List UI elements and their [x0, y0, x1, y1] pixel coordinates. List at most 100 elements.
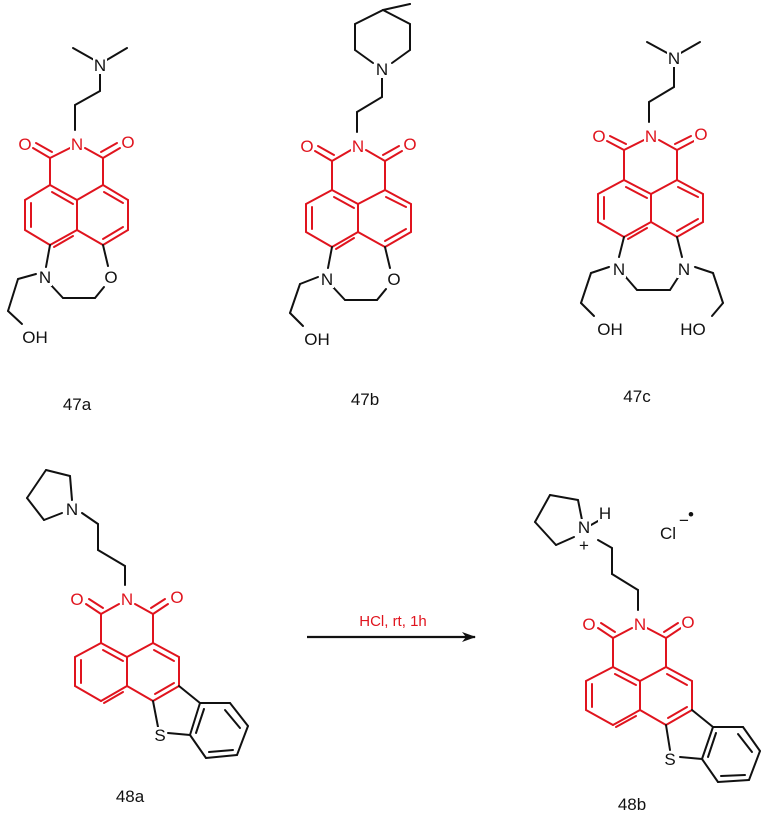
atom-mask	[121, 134, 135, 151]
bond	[26, 469, 47, 499]
bond	[100, 685, 128, 702]
bond	[331, 231, 359, 248]
bond	[152, 642, 180, 658]
atom-label-OH: OH	[597, 320, 623, 339]
atom-mask	[23, 329, 47, 346]
bond	[305, 231, 333, 248]
atom-mask	[677, 261, 691, 278]
bond	[639, 709, 667, 726]
bond	[665, 724, 671, 751]
bond	[694, 266, 714, 274]
atom-label-N: N	[321, 270, 333, 289]
bond	[331, 285, 346, 301]
reaction-arrow-group: HCl, rt, 1h	[307, 613, 476, 642]
bond	[81, 512, 99, 525]
bond	[623, 139, 645, 151]
bond	[623, 179, 652, 195]
bond	[327, 246, 333, 269]
bond	[720, 774, 746, 777]
bond	[577, 499, 583, 521]
bond	[612, 627, 633, 639]
bond	[49, 147, 71, 159]
bond	[712, 272, 724, 304]
compound-label: 48b	[618, 795, 646, 814]
double-bond-line	[677, 186, 699, 198]
bond	[678, 41, 701, 55]
atom-label-N: N	[634, 615, 646, 634]
double-bond-line	[102, 226, 124, 240]
atom-label-O: O	[403, 135, 416, 154]
bond	[590, 520, 599, 526]
bond	[104, 47, 128, 62]
atom-mask	[18, 136, 32, 153]
atom-mask	[153, 727, 167, 744]
bond	[585, 666, 614, 682]
bond	[97, 549, 126, 567]
bond	[623, 221, 652, 238]
bond	[24, 229, 51, 246]
bond	[152, 603, 169, 615]
bond	[597, 627, 614, 639]
bond	[26, 497, 45, 521]
bond	[74, 90, 101, 106]
bond	[134, 603, 154, 615]
bond	[612, 666, 641, 682]
bond	[618, 236, 625, 258]
atom-label-N: N	[94, 56, 106, 75]
bond	[646, 627, 667, 639]
double-bond-line	[154, 682, 175, 695]
atom-mask	[681, 614, 695, 631]
atom-mask	[667, 50, 681, 67]
double-bond-line	[615, 715, 637, 728]
atom-label-O: O	[121, 133, 134, 152]
bond	[331, 189, 359, 205]
atom-label-N: N	[66, 500, 78, 519]
double-bond-line	[627, 227, 648, 240]
bond	[597, 179, 625, 195]
bond	[665, 627, 682, 639]
bond	[555, 536, 575, 546]
bond	[669, 275, 680, 291]
double-bond-line	[382, 145, 400, 156]
bond	[102, 244, 109, 267]
atom-mask	[656, 525, 680, 542]
bond	[676, 140, 695, 151]
bond	[701, 726, 714, 760]
atom-label-HO: HO	[680, 320, 706, 339]
atom-label-OH: OH	[304, 330, 330, 349]
double-bond-line	[317, 145, 335, 156]
atom-mask	[644, 128, 658, 145]
bond	[623, 274, 638, 291]
double-bond-line	[153, 649, 175, 662]
bond	[376, 288, 387, 301]
bond	[354, 9, 384, 25]
bond	[7, 310, 23, 325]
double-bond-line	[102, 649, 124, 662]
atom-label-O: O	[694, 125, 707, 144]
atom-mask	[577, 519, 591, 536]
atom-label-: +	[579, 536, 589, 555]
bond	[646, 41, 670, 55]
atom-mask	[93, 57, 107, 74]
bond	[597, 539, 613, 549]
bond	[289, 312, 304, 327]
bond	[45, 469, 71, 477]
atom-mask	[403, 136, 417, 153]
atom-mask	[375, 61, 389, 78]
atom-mask	[300, 138, 314, 155]
bond	[384, 189, 412, 205]
double-bond-line	[333, 196, 355, 209]
double-bond-line	[88, 598, 104, 609]
atom-label-N: N	[645, 127, 657, 146]
bond	[314, 150, 333, 162]
atom-mask	[305, 331, 329, 348]
bond	[74, 685, 102, 702]
bond	[357, 189, 386, 205]
double-bond-line	[35, 142, 53, 153]
bond	[676, 179, 704, 195]
bond	[152, 700, 159, 728]
bond	[72, 47, 97, 62]
